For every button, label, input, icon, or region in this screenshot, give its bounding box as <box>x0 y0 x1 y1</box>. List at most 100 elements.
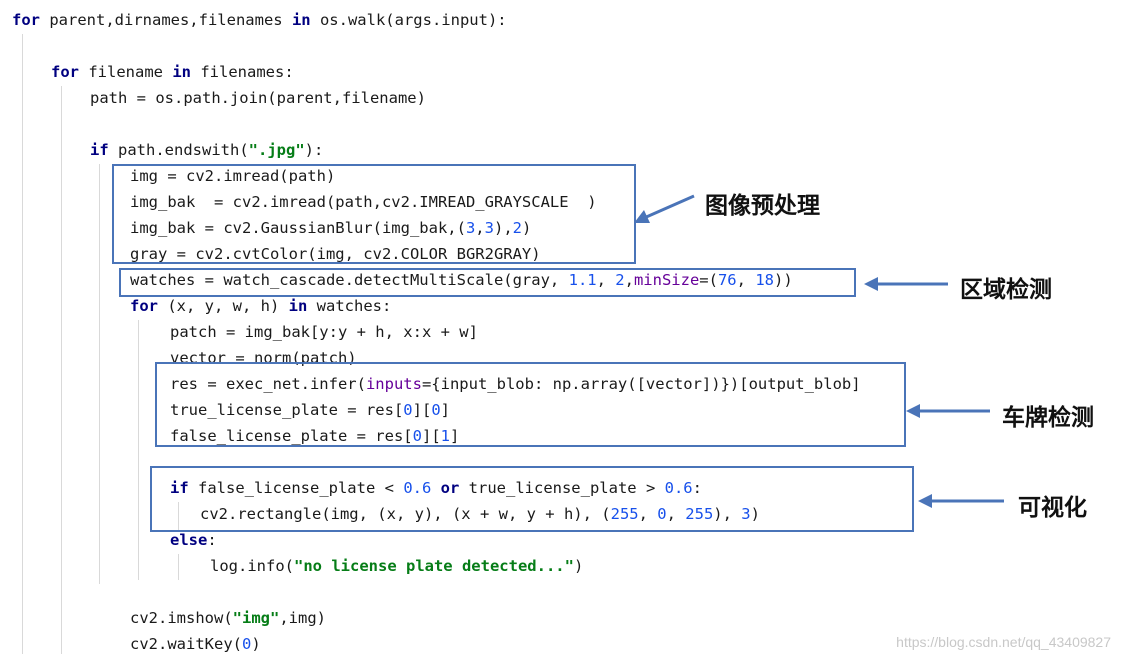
code-token: watches: <box>307 297 392 315</box>
code-token: 0 <box>241 635 252 653</box>
code-token: in <box>172 63 191 81</box>
code-token: img_bak = cv2.GaussianBlur(img_bak,( <box>130 219 466 237</box>
code-token: ) <box>750 505 760 523</box>
code-token: false_license_plate < <box>188 479 404 497</box>
code-token: ][ <box>412 401 432 419</box>
code-token: 3 <box>465 219 476 237</box>
preprocess-box <box>112 164 636 264</box>
plate-detect-box <box>155 362 906 447</box>
code-token: os.walk(args.input): <box>310 11 507 29</box>
code-token: for <box>12 11 40 29</box>
code-line: if false_license_plate < 0.6 or true_lic… <box>170 478 702 498</box>
arrow-icon <box>918 494 1004 508</box>
code-token: ), <box>713 505 742 523</box>
code-token: path = os.path.join(parent,filename) <box>90 89 426 107</box>
code-token: for <box>51 63 79 81</box>
region-detect-box <box>119 268 856 297</box>
code-token: res = exec_net.infer( <box>170 375 366 393</box>
code-token: ".jpg" <box>248 141 305 159</box>
code-token: in <box>288 297 308 315</box>
code-token: 0.6 <box>664 479 693 497</box>
arrow-icon <box>906 404 990 418</box>
code-token: 255 <box>610 505 639 523</box>
code-token: if <box>90 141 109 159</box>
code-token: "no license plate detected..." <box>294 557 574 575</box>
code-token: cv2.waitKey( <box>130 635 242 653</box>
code-token: log.info( <box>210 557 294 575</box>
code-token: , <box>736 271 756 289</box>
code-token: 76 <box>717 271 737 289</box>
code-token: true_license_plate > <box>459 479 665 497</box>
code-token: ) <box>522 219 532 237</box>
code-token: ={input_blob: np.array([vector])})[outpu… <box>421 375 861 393</box>
code-token: ] <box>450 427 460 445</box>
code-line: cv2.waitKey(0) <box>130 634 261 654</box>
code-token: watches = watch_cascade.detectMultiScale… <box>130 271 569 289</box>
code-line: for (x, y, w, h) in watches: <box>130 296 391 316</box>
code-token: , <box>596 271 616 289</box>
plate-detect-label: 车牌检测 <box>1002 405 1094 431</box>
code-token: , <box>666 505 686 523</box>
code-token: filename <box>79 63 173 81</box>
code-line: true_license_plate = res[0][0] <box>170 400 450 420</box>
code-token: 1 <box>440 427 450 445</box>
arrow-icon <box>634 194 695 223</box>
code-token: parent,dirnames,filenames <box>40 11 292 29</box>
code-line: false_license_plate = res[0][1] <box>170 426 459 446</box>
indent-guide <box>99 164 100 584</box>
indent-guide <box>138 320 139 580</box>
code-token: 0 <box>657 505 667 523</box>
code-token: cv2.imshow( <box>130 609 233 627</box>
preprocess-label: 图像预处理 <box>705 193 820 219</box>
code-token: ] <box>440 401 450 419</box>
code-token: path.endswith( <box>108 141 249 159</box>
code-token: (x, y, w, h) <box>158 297 289 315</box>
indent-guide <box>22 34 23 654</box>
code-token: 0.6 <box>403 479 432 497</box>
code-token: , <box>624 271 634 289</box>
code-token: 1.1 <box>568 271 597 289</box>
code-line: log.info("no license plate detected...") <box>210 556 583 576</box>
code-token: else <box>170 531 208 549</box>
visualize-box <box>150 466 914 532</box>
code-token: ,img) <box>279 609 326 627</box>
code-line: cv2.rectangle(img, (x, y), (x + w, y + h… <box>200 504 760 524</box>
code-token: , <box>638 505 658 523</box>
code-token: =( <box>699 271 718 289</box>
code-line: else: <box>170 530 217 550</box>
indent-guide <box>178 502 179 532</box>
visualize-label: 可视化 <box>1018 495 1087 521</box>
code-token: in <box>291 11 311 29</box>
code-token: : <box>207 531 217 549</box>
code-token: 3 <box>484 219 494 237</box>
code-token: 18 <box>755 271 774 289</box>
code-token: 2 <box>512 219 522 237</box>
code-token: )) <box>773 271 793 289</box>
watermark: https://blog.csdn.net/qq_43409827 <box>896 634 1111 650</box>
code-line: img = cv2.imread(path) <box>130 166 335 186</box>
code-token: 0 <box>403 401 413 419</box>
code-line: img_bak = cv2.imread(path,cv2.IMREAD_GRA… <box>130 192 597 212</box>
code-token: false_license_plate = res[ <box>170 427 413 445</box>
code-token: cv2.rectangle(img, (x, y), (x + w, y + h… <box>200 505 611 523</box>
code-line: patch = img_bak[y:y + h, x:x + w] <box>170 322 478 342</box>
arrow-icon <box>864 277 948 291</box>
code-token: inputs <box>365 375 422 393</box>
code-token: : <box>692 479 702 497</box>
code-token: , <box>475 219 485 237</box>
code-token: "img" <box>232 609 280 627</box>
code-token: ) <box>251 635 261 653</box>
code-token: ) <box>573 557 584 575</box>
code-token: img = cv2.imread(path) <box>130 167 336 185</box>
indent-guide <box>61 86 62 654</box>
code-line: if path.endswith(".jpg"): <box>90 140 323 160</box>
code-token: patch = img_bak[y:y + h, x:x + w] <box>170 323 478 341</box>
code-line: for filename in filenames: <box>51 62 294 82</box>
code-line: res = exec_net.infer(inputs={input_blob:… <box>170 374 861 394</box>
code-line: for parent,dirnames,filenames in os.walk… <box>12 10 507 30</box>
code-token: minSize <box>633 271 700 289</box>
code-line: path = os.path.join(parent,filename) <box>90 88 426 108</box>
code-line: gray = cv2.cvtColor(img, cv2.COLOR_BGR2G… <box>130 244 541 264</box>
code-token: for <box>130 297 158 315</box>
